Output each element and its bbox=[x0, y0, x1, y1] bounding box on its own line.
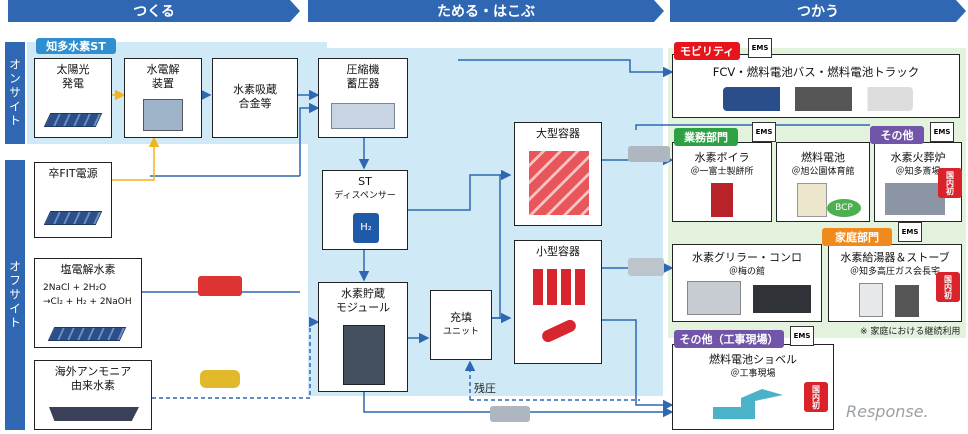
dispenser-label: ディスペンサー bbox=[334, 191, 396, 201]
watermark: Response. bbox=[846, 402, 929, 421]
mobility-text: FCV・燃料電池バス・燃料電池トラック bbox=[712, 65, 920, 79]
small-container-label: 小型容器 bbox=[536, 245, 580, 258]
electrolysis-label: 水電解 装置 bbox=[146, 63, 180, 90]
ems-home-icon: EMS bbox=[898, 222, 922, 242]
boiler-box: 水素ボイラ ＠一富士製餅所 bbox=[672, 142, 772, 222]
vehicles-icon bbox=[723, 87, 913, 111]
alloy-label: 水素吸蔵 合金等 bbox=[233, 83, 277, 110]
st-box: ST ディスペンサー H₂ bbox=[322, 170, 408, 250]
shovel-site: ＠工事現場 bbox=[730, 369, 776, 379]
crane-truck-icon bbox=[198, 276, 242, 296]
compressor-label: 圧縮機 蓄圧器 bbox=[346, 63, 380, 90]
cremation-site: ＠知多斎場 bbox=[895, 167, 941, 177]
truck-large-icon bbox=[628, 146, 670, 162]
heater-label: 水素給湯器＆ストーブ bbox=[840, 251, 950, 264]
boiler-site: ＠一富士製餅所 bbox=[690, 167, 754, 177]
filling-box: 充填 ユニット bbox=[430, 290, 492, 360]
truck-return-icon bbox=[490, 406, 530, 422]
fuelcell-label: 燃料電池 bbox=[801, 151, 845, 164]
heater-site: ＠知多高圧ガス会長宅 bbox=[849, 267, 940, 277]
domestic-badge-shovel: 国内初 bbox=[804, 382, 828, 412]
chlor-panel-icon bbox=[47, 327, 127, 341]
mobility-box: FCV・燃料電池バス・燃料電池トラック bbox=[672, 54, 960, 118]
dispenser-icon: H₂ bbox=[353, 213, 379, 243]
alloy-box: 水素吸蔵 合金等 bbox=[212, 58, 298, 138]
filling-label: 充填 bbox=[450, 311, 472, 324]
solar-label: 太陽光 発電 bbox=[56, 63, 90, 90]
shovel-box: 燃料電池ショベル ＠工事現場 bbox=[672, 344, 834, 430]
grill-box: 水素グリラー・コンロ ＠梅の館 bbox=[672, 244, 822, 322]
module-icon bbox=[343, 325, 385, 385]
shovel-icon bbox=[713, 389, 783, 419]
electrolysis-box: 水電解 装置 bbox=[124, 58, 202, 138]
chlor-eq2: →Cl₂ + H₂ + 2NaOH bbox=[43, 297, 132, 307]
bcp-badge: BCP bbox=[827, 199, 861, 217]
water-heater-icon bbox=[859, 283, 883, 317]
home-tag: 家庭部門 bbox=[822, 228, 892, 246]
fit-label: 卒FIT電源 bbox=[48, 167, 98, 180]
chita-st-tag: 知多水素ST bbox=[36, 38, 116, 54]
chlor-eq1: 2NaCl + 2H₂O bbox=[43, 283, 107, 293]
business-tag: 業務部門 bbox=[674, 128, 738, 146]
solar-panel-icon bbox=[43, 113, 103, 127]
ems-business-icon: EMS bbox=[752, 122, 776, 142]
module-label: 水素貯蔵 モジュール bbox=[335, 287, 391, 314]
boiler-icon bbox=[711, 183, 733, 217]
domestic-badge-heater: 国内初 bbox=[936, 272, 960, 302]
small-cylinders-icon bbox=[533, 269, 585, 305]
ammonia-label: 海外アンモニア 由来水素 bbox=[54, 365, 132, 392]
large-container-label: 大型容器 bbox=[536, 127, 580, 140]
grill-site: ＠梅の館 bbox=[728, 267, 765, 277]
fit-box: 卒FIT電源 bbox=[34, 162, 112, 238]
grill-icon bbox=[687, 281, 741, 315]
module-box: 水素貯蔵 モジュール bbox=[318, 282, 408, 392]
chlor-label: 塩電解水素 bbox=[60, 263, 116, 276]
side-onsite: オンサイト bbox=[5, 42, 25, 144]
other-tag: その他 bbox=[870, 126, 924, 144]
large-container-box: 大型容器 bbox=[514, 122, 602, 226]
side-offsite: オフサイト bbox=[5, 160, 25, 430]
boiler-label: 水素ボイラ bbox=[694, 151, 750, 164]
residual-label: 残圧 bbox=[474, 382, 496, 395]
compressor-icon bbox=[331, 103, 395, 129]
solar-box: 太陽光 発電 bbox=[34, 58, 112, 138]
ship-icon bbox=[49, 407, 139, 421]
grill-label: 水素グリラー・コンロ bbox=[692, 251, 802, 264]
domestic-badge-cremation: 国内初 bbox=[938, 168, 962, 198]
home-note: ※ 家庭における継続利用 bbox=[860, 327, 961, 337]
chlor-box: 塩電解水素 2NaCl + 2H₂O →Cl₂ + H₂ + 2NaOH bbox=[34, 258, 142, 348]
heater-stove-icon bbox=[895, 285, 919, 317]
ems-mobility-icon: EMS bbox=[748, 38, 772, 58]
fuelcell-site: ＠旭公園体育館 bbox=[791, 167, 855, 177]
cremation-label: 水素火葬炉 bbox=[890, 151, 946, 164]
shovel-label: 燃料電池ショベル bbox=[709, 353, 797, 366]
ammonia-box: 海外アンモニア 由来水素 bbox=[34, 360, 152, 430]
fuelcell-box: 燃料電池 ＠旭公園体育館 BCP bbox=[776, 142, 870, 222]
fit-panel-icon bbox=[43, 211, 103, 225]
ems-construction-icon: EMS bbox=[790, 326, 814, 346]
st-label: ST bbox=[358, 175, 372, 188]
truck-small-icon bbox=[628, 258, 664, 276]
header-store: ためる・はこぶ bbox=[308, 0, 664, 22]
electrolyzer-icon bbox=[143, 99, 183, 131]
construction-tag: その他（工事現場） bbox=[674, 330, 784, 348]
filling-unit-label: ユニット bbox=[442, 327, 479, 337]
header-use: つかう bbox=[670, 0, 966, 22]
stove-icon bbox=[753, 285, 811, 313]
compressor-box: 圧縮機 蓄圧器 bbox=[318, 58, 408, 138]
fuelcell-icon bbox=[797, 183, 827, 217]
mobility-tag: モビリティ bbox=[674, 42, 740, 60]
small-container-box: 小型容器 bbox=[514, 240, 602, 364]
header-make: つくる bbox=[8, 0, 300, 22]
large-container-icon bbox=[529, 151, 589, 215]
cremation-icon bbox=[885, 183, 945, 215]
cartridge-icon bbox=[540, 317, 578, 345]
ems-other-icon: EMS bbox=[930, 122, 954, 142]
tanker-truck-icon bbox=[200, 370, 240, 388]
